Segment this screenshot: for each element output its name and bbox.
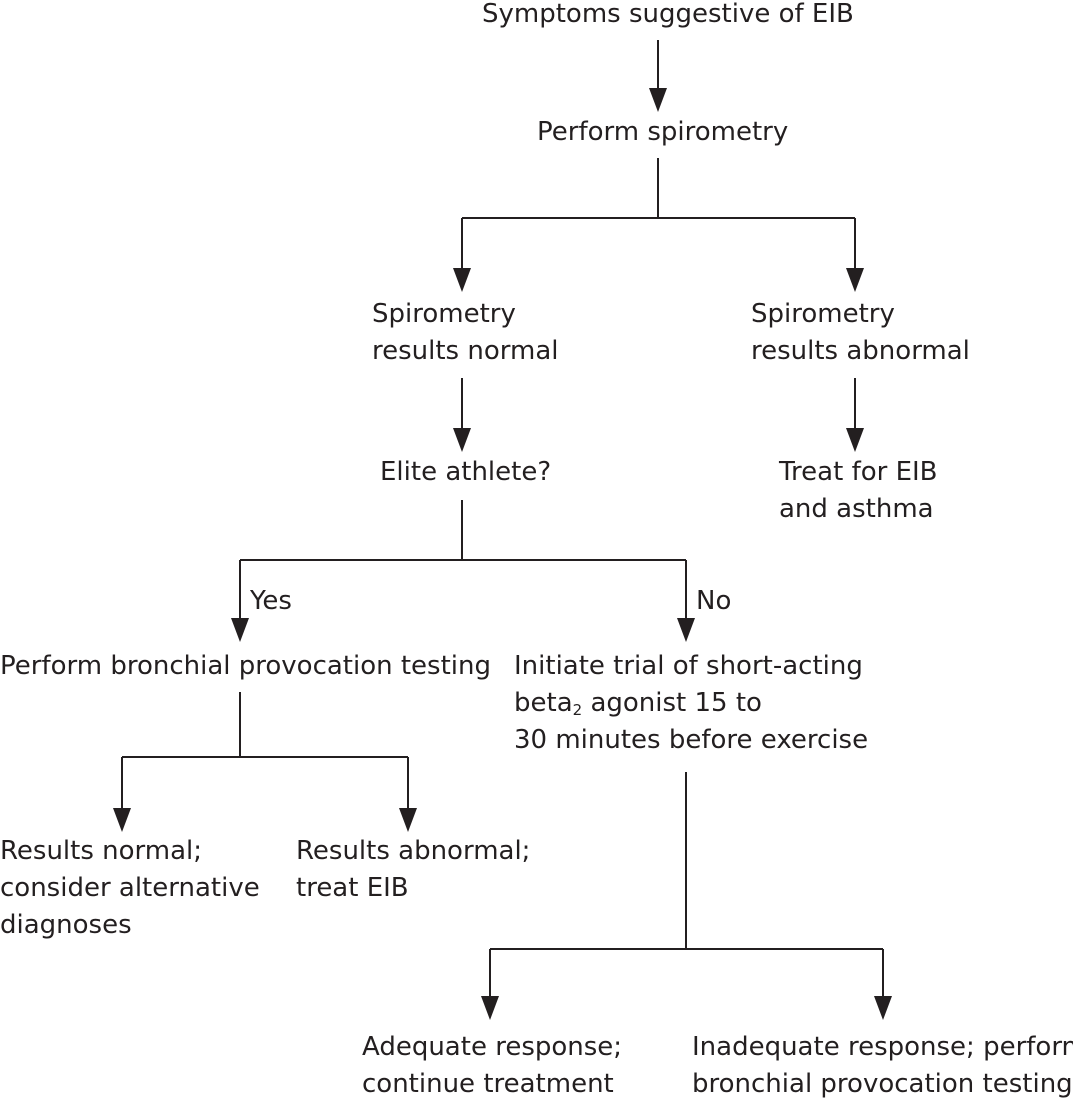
arrowhead-icon [649, 88, 667, 112]
node-spirometry-abnormal: Spirometry results abnormal [751, 299, 970, 366]
node-results-normal: Results normal; consider alternative dia… [0, 836, 260, 940]
saba-trial-line2: beta2 agonist 15 to [514, 688, 762, 719]
arrowhead-icon [453, 428, 471, 452]
arrowhead-icon [481, 996, 499, 1020]
node-inadequate-response: Inadequate response; perform bronchial p… [692, 1032, 1073, 1099]
node-perform-spirometry: Perform spirometry [537, 117, 789, 147]
node-symptoms: Symptoms suggestive of EIB [482, 0, 854, 29]
arrowhead-icon [874, 996, 892, 1020]
node-elite-athlete: Elite athlete? [380, 457, 552, 487]
arrowhead-icon [846, 268, 864, 292]
node-results-abnormal: Results abnormal; treat EIB [296, 836, 531, 903]
arrowhead-icon [677, 618, 695, 642]
edge-label-no: No [696, 586, 732, 616]
arrowhead-icon [846, 428, 864, 452]
arrowhead-icon [231, 618, 249, 642]
node-bronchial-testing: Perform bronchial provocation testing [0, 651, 492, 681]
node-treat-eib-asthma: Treat for EIB and asthma [779, 457, 938, 524]
arrowhead-icon [399, 808, 417, 832]
edge-label-yes: Yes [250, 586, 292, 616]
arrowhead-icon [453, 268, 471, 292]
node-saba-trial: Initiate trial of short-acting beta2 ago… [514, 651, 869, 755]
arrowhead-icon [113, 808, 131, 832]
node-adequate-response: Adequate response; continue treatment [362, 1032, 623, 1099]
node-spirometry-normal: Spirometry results normal [372, 299, 559, 366]
